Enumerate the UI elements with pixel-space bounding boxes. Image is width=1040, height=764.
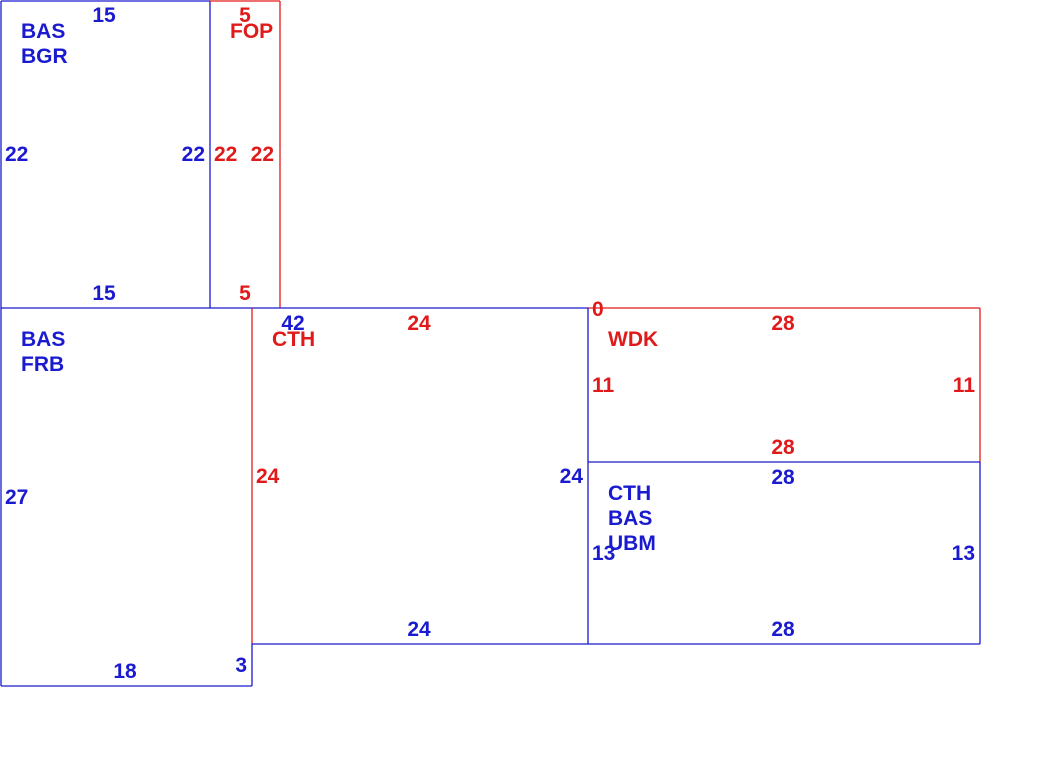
room-label-ubm-3: UBM: [608, 532, 656, 555]
dimension-fop-right: 22: [251, 143, 274, 166]
dimension-ubm-top: 28: [771, 466, 795, 489]
room-label-bgr-2: BGR: [21, 45, 68, 68]
dimension-wdk-corner: 0: [592, 298, 604, 321]
dimension-cth-right: 24: [560, 465, 584, 488]
room-label-cth-1: CTH: [272, 328, 315, 351]
room-label-bgr-1: BAS: [21, 20, 65, 43]
dimension-cth-top: 24: [407, 312, 431, 335]
dimension-wdk-top: 28: [771, 312, 795, 335]
dimension-cth-bottom: 24: [407, 618, 431, 641]
dimension-bgr-right: 22: [182, 143, 205, 166]
room-label-frb-2: FRB: [21, 353, 64, 376]
room-label-ubm-2: BAS: [608, 507, 652, 530]
dimension-cth-left: 24: [256, 465, 280, 488]
room-label-frb-1: BAS: [21, 328, 65, 351]
dimension-fop-left: 22: [214, 143, 237, 166]
dimension-ubm-left: 13: [592, 542, 615, 565]
dimension-frb-left: 27: [5, 486, 28, 509]
dimension-frb-top: 42: [281, 312, 304, 335]
room-label-wdk-1: WDK: [608, 328, 658, 351]
dimension-frb-step: 3: [235, 654, 247, 677]
dimension-wdk-bottom: 28: [771, 436, 795, 459]
room-label-ubm-1: CTH: [608, 482, 651, 505]
dimension-ubm-bottom: 28: [771, 618, 795, 641]
dimension-bgr-bottom: 15: [92, 282, 116, 305]
dimension-frb-bottom: 18: [113, 660, 137, 683]
room-label-fop-1: FOP: [230, 20, 273, 43]
dimension-bgr-top: 15: [92, 4, 116, 27]
walls: [0, 0, 981, 687]
dimension-wdk-right: 11: [953, 374, 976, 397]
dimension-ubm-right: 13: [952, 542, 975, 565]
dimension-bgr-left: 22: [5, 143, 28, 166]
dimension-wdk-left: 11: [592, 374, 615, 397]
dimension-fop-bottom: 5: [239, 282, 251, 305]
dimension-fop-top: 5: [239, 4, 251, 27]
